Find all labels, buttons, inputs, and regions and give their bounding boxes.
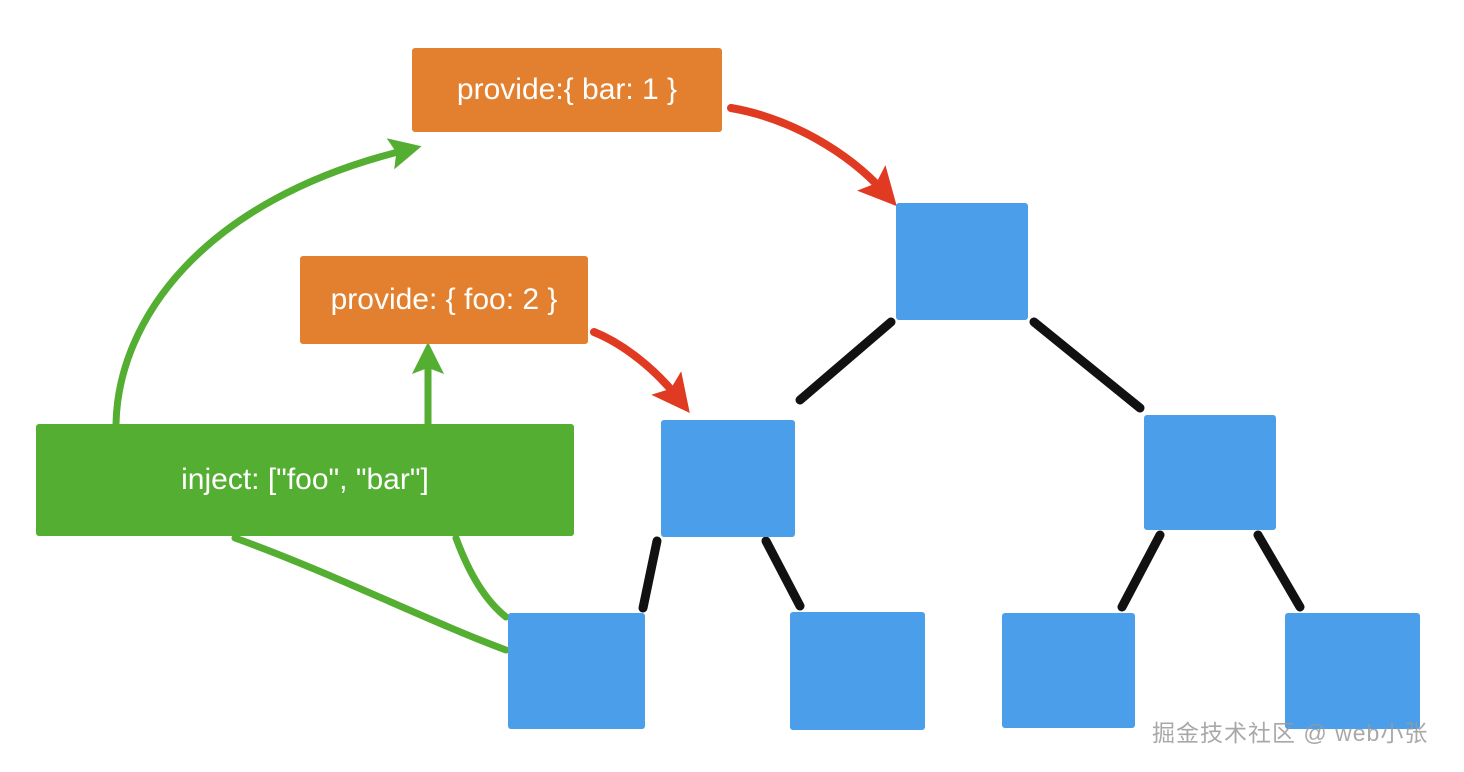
- edge-root-to-mid-left: [795, 317, 896, 405]
- mid-left-node[interactable]: [661, 420, 795, 537]
- root-node[interactable]: [896, 203, 1028, 320]
- edge-mid-right-to-leaf-4: [1253, 530, 1305, 612]
- red-arrow-provide-foo: [590, 328, 690, 413]
- green-line-inject-to-leaf-inner: [452, 534, 510, 621]
- green-line-inject-to-leaf-outer: [231, 534, 510, 654]
- provide-bar-box[interactable]: provide:{ bar: 1 }: [412, 48, 722, 132]
- leaf-node-4[interactable]: [1285, 613, 1420, 729]
- edge-root-to-mid-right: [1029, 317, 1145, 413]
- provide-foo-box[interactable]: provide: { foo: 2 }: [300, 256, 588, 344]
- leaf-node-3[interactable]: [1002, 613, 1135, 728]
- edge-mid-left-to-leaf-2: [761, 536, 805, 611]
- mid-right-node[interactable]: [1144, 415, 1276, 530]
- leaf-node-1[interactable]: [508, 613, 645, 729]
- edge-mid-left-to-leaf-1: [638, 536, 662, 613]
- red-arrow-provide-bar: [727, 104, 897, 207]
- green-arrow-inject-to-bar: [112, 138, 422, 428]
- watermark: 掘金技术社区 @ web小张: [1152, 720, 1429, 746]
- leaf-node-2[interactable]: [790, 612, 925, 730]
- edge-mid-right-to-leaf-3: [1117, 530, 1165, 612]
- inject-box[interactable]: inject: ["foo", "bar"]: [36, 424, 574, 536]
